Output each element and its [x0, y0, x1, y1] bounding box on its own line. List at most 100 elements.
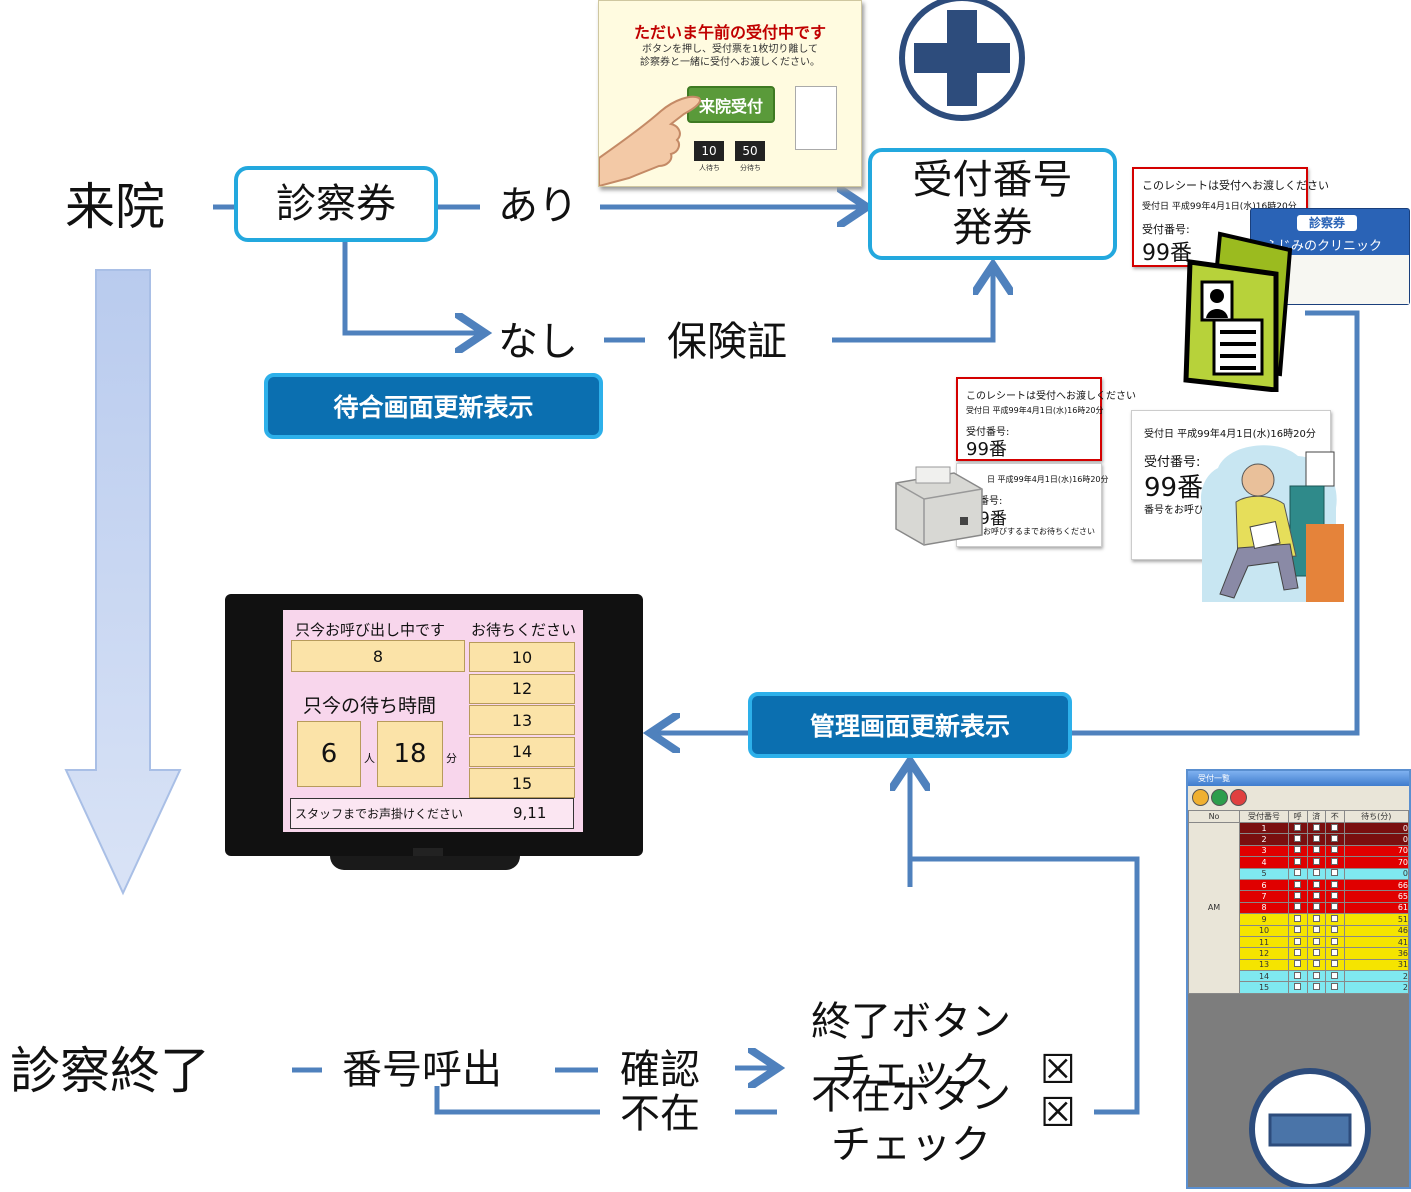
status-checkbox[interactable]: [1306, 821, 1327, 835]
status-checkbox[interactable]: [1288, 913, 1308, 926]
waiting-number: 14: [469, 736, 575, 767]
status-checkbox[interactable]: [1325, 833, 1345, 846]
status-checkbox[interactable]: [1306, 970, 1327, 983]
status-checkbox[interactable]: [1306, 844, 1327, 858]
status-checkbox[interactable]: [1288, 901, 1308, 915]
ticket-number-cell: 6: [1239, 878, 1290, 892]
kiosk-minutes-label: 分待ち: [740, 164, 761, 172]
waiting-number: 12: [469, 673, 575, 704]
status-checkbox[interactable]: [1306, 890, 1327, 903]
status-checkbox[interactable]: [1306, 935, 1327, 949]
clock-icon[interactable]: [1211, 789, 1228, 806]
status-checkbox[interactable]: [1306, 878, 1327, 892]
status-checkbox[interactable]: [1325, 844, 1345, 858]
status-checkbox[interactable]: [1325, 935, 1345, 949]
admin-column-header[interactable]: 呼: [1288, 810, 1308, 823]
status-checkbox[interactable]: [1306, 924, 1327, 937]
wait-minutes-cell: 0: [1343, 867, 1409, 880]
patient-card-title: 診察券: [1297, 215, 1357, 231]
status-checkbox[interactable]: [1288, 833, 1308, 846]
status-checkbox[interactable]: [1306, 867, 1327, 880]
status-checkbox[interactable]: [1288, 970, 1308, 983]
waiting-patient-icon: [1200, 445, 1344, 602]
admin-column-header[interactable]: 済: [1306, 810, 1327, 823]
status-checkbox[interactable]: [1325, 924, 1345, 937]
wait-minutes-cell: 36: [1343, 947, 1409, 960]
wait-minutes-cell: 70: [1343, 856, 1409, 869]
admin-table-row[interactable]: 12 36: [1189, 947, 1409, 960]
ticket-number-cell: 12: [1239, 947, 1290, 960]
patient-card-clinic: ふじみのクリニック: [1265, 239, 1383, 254]
status-checkbox[interactable]: [1288, 867, 1308, 880]
status-checkbox[interactable]: [1325, 913, 1345, 926]
status-checkbox[interactable]: [1306, 856, 1327, 869]
status-checkbox[interactable]: [1325, 890, 1345, 903]
admin-column-header[interactable]: 待ち(分): [1343, 810, 1409, 823]
status-checkbox[interactable]: [1288, 981, 1308, 994]
status-checkbox[interactable]: [1306, 958, 1327, 972]
status-checkbox[interactable]: [1288, 890, 1308, 903]
kiosk-people-label: 人待ち: [699, 164, 720, 172]
status-checkbox[interactable]: [1325, 821, 1345, 835]
status-checkbox[interactable]: [1325, 901, 1345, 915]
status-checkbox[interactable]: [1325, 856, 1345, 869]
status-checkbox[interactable]: [1306, 901, 1327, 915]
status-checkbox[interactable]: [1288, 947, 1308, 960]
status-checkbox[interactable]: [1306, 833, 1327, 846]
status-checkbox[interactable]: [1325, 878, 1345, 892]
staff-numbers: 9,11: [513, 804, 547, 822]
ticket-number-cell: 1: [1239, 821, 1290, 835]
status-checkbox[interactable]: [1288, 821, 1308, 835]
status-checkbox[interactable]: [1288, 935, 1308, 949]
status-checkbox[interactable]: [1288, 958, 1308, 972]
status-checkbox[interactable]: [1288, 844, 1308, 858]
ticket-number-cell: 3: [1239, 844, 1290, 858]
kiosk-visit-button[interactable]: 来院受付: [687, 86, 775, 123]
status-checkbox[interactable]: [1306, 947, 1327, 960]
status-checkbox[interactable]: [1288, 924, 1308, 937]
status-checkbox[interactable]: [1325, 958, 1345, 972]
admin-column-header[interactable]: 不: [1325, 810, 1345, 823]
ticket-number-cell: 2: [1239, 833, 1290, 846]
admin-screen-update-badge: 管理画面更新表示: [748, 692, 1072, 758]
calling-header: 只今お呼び出し中です: [295, 621, 446, 639]
insurance-card-label: 保険証: [667, 319, 787, 365]
wait-minutes-cell: 70: [1343, 844, 1409, 858]
kiosk-minutes-count: 50: [735, 141, 765, 161]
patient-card-label: 診察券: [276, 181, 396, 227]
alert-icon[interactable]: [1230, 789, 1247, 806]
wait-time-label: 只今の待ち時間: [303, 695, 437, 717]
status-checkbox[interactable]: [1288, 856, 1308, 869]
status-checkbox[interactable]: [1306, 913, 1327, 926]
wait-minutes-cell: 61: [1343, 901, 1409, 915]
admin-column-header[interactable]: No: [1188, 810, 1241, 823]
status-checkbox[interactable]: [1325, 981, 1345, 994]
admin-column-header[interactable]: 受付番号: [1239, 810, 1290, 823]
waiting-number: 15: [469, 768, 575, 798]
status-checkbox[interactable]: [1306, 981, 1327, 994]
ticket-number-cell: 7: [1239, 890, 1290, 903]
smile-icon[interactable]: [1192, 789, 1209, 806]
status-checkbox[interactable]: [1325, 867, 1345, 880]
admin-table-row[interactable]: 3 70: [1189, 844, 1409, 858]
staff-notice-box: スタッフまでお声掛けください 9,11: [290, 798, 574, 829]
ticket-issue-line2: 発券: [952, 205, 1033, 251]
status-checkbox[interactable]: [1325, 947, 1345, 960]
status-checkbox[interactable]: [1288, 878, 1308, 892]
status-checkbox[interactable]: [1325, 970, 1345, 983]
